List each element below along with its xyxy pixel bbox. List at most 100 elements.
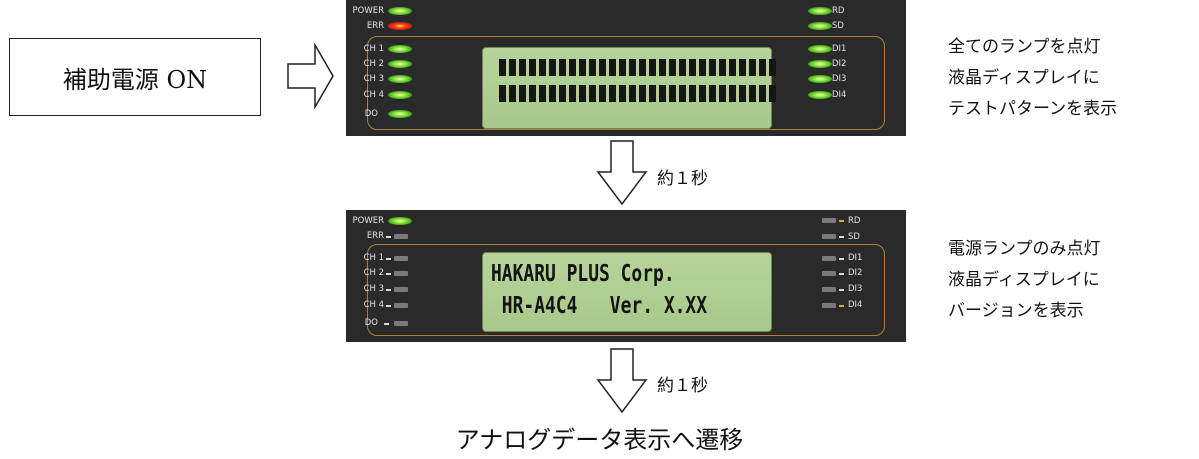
- lcd-test-bar: [729, 85, 736, 102]
- di1-led-off: [822, 256, 836, 261]
- rd-label: RD: [848, 216, 861, 226]
- err-dash: [386, 236, 391, 238]
- device-panel-version: POWER ERR RD SD CH 1 CH 2 CH 3 CH 4 DO D…: [346, 210, 906, 342]
- lcd-test-bar: [639, 85, 646, 102]
- lcd-test-bar: [629, 85, 636, 102]
- step1-line1: 全てのランプを点灯: [948, 37, 1101, 57]
- di2-dash: [839, 273, 844, 275]
- lcd-test-bar: [749, 85, 756, 102]
- di4-label: DI4: [848, 300, 863, 310]
- lcd-test-bar: [549, 85, 556, 102]
- power-led: [388, 217, 412, 225]
- lcd-test-bar: [549, 59, 556, 76]
- di3-label: DI3: [848, 284, 863, 294]
- di2-led-off: [822, 271, 836, 276]
- power-on-box: 補助電源 ON: [9, 38, 261, 116]
- delay-label-1: 約１秒: [657, 169, 708, 189]
- lcd-test-bar: [689, 85, 696, 102]
- sd-dash: [839, 236, 844, 238]
- step2-description: 電源ランプのみ点灯 液晶ディスプレイに バージョンを表示: [948, 234, 1101, 327]
- down-arrow-icon: [596, 348, 648, 414]
- rd-label: RD: [832, 6, 845, 16]
- lcd-test-bar: [569, 85, 576, 102]
- lcd-test-bar: [539, 59, 546, 76]
- do-label: DO: [364, 318, 378, 328]
- ch3-led: [388, 75, 412, 83]
- lcd-test-bar: [709, 85, 716, 102]
- lcd-test-bar: [769, 85, 776, 102]
- di1-label: DI1: [832, 44, 847, 54]
- step1-line3: テストパターンを表示: [948, 99, 1118, 119]
- ch2-led: [388, 60, 412, 68]
- ch4-led: [388, 91, 412, 99]
- panel-frame: [367, 244, 885, 336]
- do-dash: [384, 323, 389, 325]
- lcd-test-bar: [699, 59, 706, 76]
- power-on-label: 補助電源 ON: [62, 65, 208, 94]
- step2-line3: バージョンを表示: [948, 301, 1084, 321]
- di3-label: DI3: [832, 74, 847, 84]
- lcd-test-bar: [649, 85, 656, 102]
- lcd-test-bar: [669, 85, 676, 102]
- ch1-led: [388, 45, 412, 53]
- do-led: [388, 110, 412, 118]
- rd-led: [808, 7, 832, 15]
- err-led: [388, 22, 412, 30]
- lcd-test-bar: [499, 59, 506, 76]
- right-arrow-icon: [287, 43, 334, 109]
- rd-dash: [839, 220, 844, 222]
- step1-line2: 液晶ディスプレイに: [948, 68, 1100, 88]
- lcd-test-bar: [579, 85, 586, 102]
- err-label: ERR: [366, 231, 384, 241]
- lcd-test-bar: [689, 59, 696, 76]
- ch3-led-off: [394, 287, 408, 292]
- lcd-test-bar: [759, 59, 766, 76]
- lcd-test-bar: [509, 85, 516, 102]
- ch3-dash: [386, 289, 391, 291]
- err-led-off: [394, 234, 408, 239]
- di1-label: DI1: [848, 253, 863, 263]
- lcd-test-bar: [519, 85, 526, 102]
- lcd-test-bar: [599, 85, 606, 102]
- ch4-led-off: [394, 303, 408, 308]
- lcd-test-bar: [539, 85, 546, 102]
- di2-led: [808, 60, 832, 68]
- di4-label: DI4: [832, 90, 847, 100]
- step1-description: 全てのランプを点灯 液晶ディスプレイに テストパターンを表示: [948, 32, 1117, 125]
- di4-led-off: [822, 303, 836, 308]
- lcd-test-bar: [619, 59, 626, 76]
- lcd-test-bar: [499, 85, 506, 102]
- ch2-dash: [386, 273, 391, 275]
- lcd-test-bar: [529, 85, 536, 102]
- lcd-test-pattern: [482, 47, 776, 129]
- di4-led: [808, 91, 832, 99]
- di2-label: DI2: [848, 268, 863, 278]
- lcd-test-bar: [679, 59, 686, 76]
- power-label: POWER: [352, 6, 385, 16]
- lcd-test-bar: [639, 59, 646, 76]
- lcd-test-bar: [759, 85, 766, 102]
- lcd-line-1: HAKARU PLUS Corp.: [491, 261, 675, 287]
- di2-label: DI2: [832, 59, 847, 69]
- err-label: ERR: [366, 21, 384, 31]
- lcd-bar-row-2: [499, 85, 776, 102]
- ch4-dash: [386, 305, 391, 307]
- step2-line2: 液晶ディスプレイに: [948, 270, 1100, 290]
- panel-frame: [367, 36, 885, 130]
- power-led: [388, 7, 412, 15]
- do-label: DO: [364, 109, 378, 119]
- lcd-test-bar: [609, 85, 616, 102]
- lcd-test-bar: [519, 59, 526, 76]
- sd-label: SD: [832, 21, 844, 31]
- lcd-test-bar: [739, 59, 746, 76]
- ch4-label: CH 4: [363, 300, 384, 310]
- lcd-bar-row-1: [499, 59, 776, 76]
- rd-led-off: [822, 218, 836, 223]
- lcd-test-bar: [659, 85, 666, 102]
- di1-led: [808, 45, 832, 53]
- di1-dash: [839, 258, 844, 260]
- di3-led: [808, 75, 832, 83]
- lcd-test-bar: [589, 85, 596, 102]
- sd-label: SD: [848, 232, 860, 242]
- ch3-label: CH 3: [363, 284, 384, 294]
